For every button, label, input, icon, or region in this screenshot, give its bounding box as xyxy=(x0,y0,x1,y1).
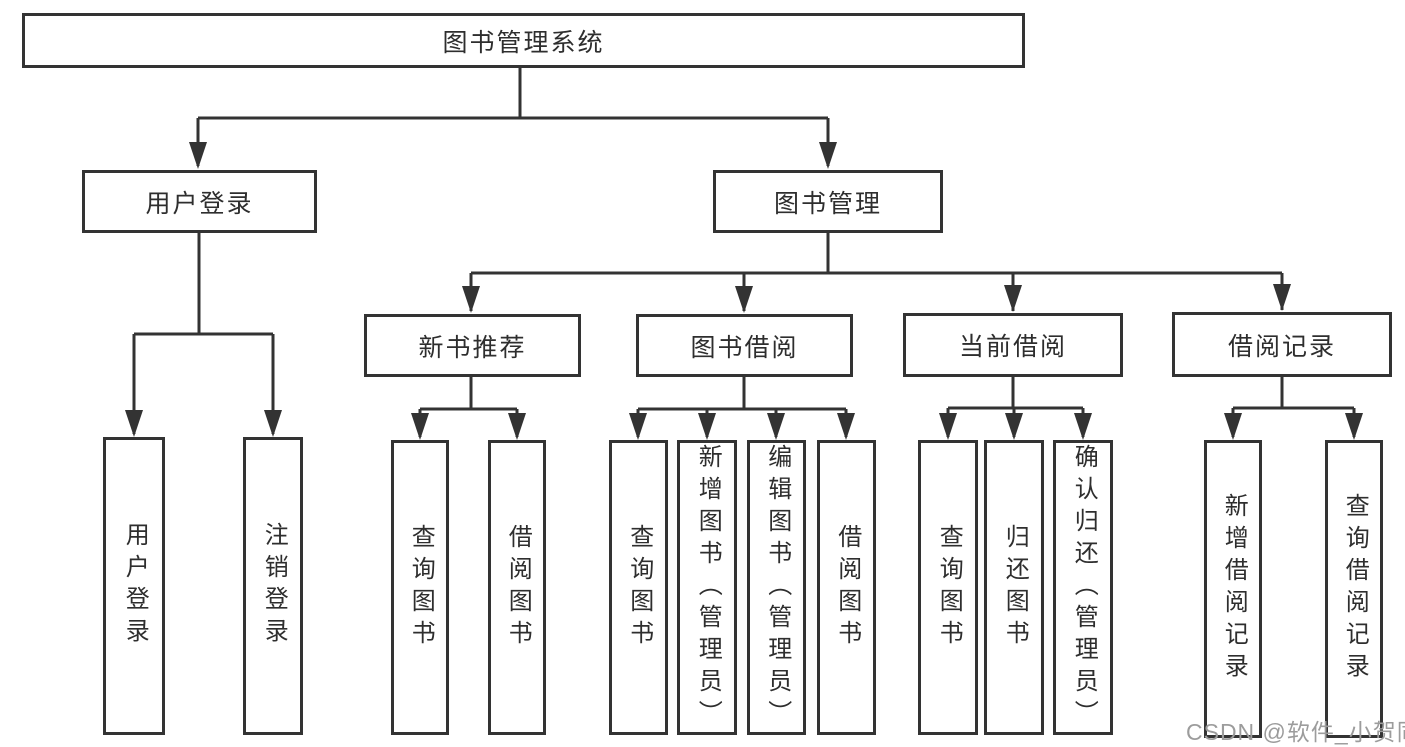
node-current-borrow: 当前借阅 xyxy=(903,313,1123,377)
node-leaf-br-query-record: 查询借阅记录 xyxy=(1325,440,1383,738)
arrowhead-down-icon xyxy=(1004,285,1022,312)
node-leaf-user-login: 用户登录 xyxy=(103,437,165,735)
node-label-current-borrow: 当前借阅 xyxy=(958,333,1067,361)
arrowhead-down-icon xyxy=(189,142,207,169)
arrowhead-down-icon xyxy=(1345,413,1363,440)
arrowhead-down-icon xyxy=(735,286,753,313)
node-leaf-bb-edit-book: 编辑图书（管理员） xyxy=(747,440,806,735)
arrowhead-down-icon xyxy=(1005,413,1023,440)
node-leaf-br-add-record: 新增借阅记录 xyxy=(1204,440,1262,738)
node-book-borrow: 图书借阅 xyxy=(636,314,853,377)
node-leaf-logout: 注销登录 xyxy=(243,437,303,735)
arrowhead-down-icon xyxy=(698,413,716,440)
node-leaf-bb-query-book: 查询图书 xyxy=(609,440,668,735)
arrowhead-down-icon xyxy=(939,413,957,440)
node-label-user-login: 用户登录 xyxy=(145,189,254,218)
node-leaf-bb-add-book: 新增图书（管理员） xyxy=(677,440,737,735)
node-label-leaf-cb-query-book: 查询图书 xyxy=(935,523,963,652)
node-label-leaf-bb-query-book: 查询图书 xyxy=(625,523,653,652)
node-label-leaf-cb-return-book: 归还图书 xyxy=(1001,523,1029,652)
arrowhead-down-icon xyxy=(125,410,143,437)
node-label-leaf-nbr-borrow-book: 借阅图书 xyxy=(504,523,532,652)
node-borrow-records: 借阅记录 xyxy=(1172,312,1392,377)
node-label-book-borrow: 图书借阅 xyxy=(690,333,799,362)
node-label-leaf-bb-borrow-book: 借阅图书 xyxy=(833,523,861,652)
node-leaf-nbr-borrow-book: 借阅图书 xyxy=(488,440,546,735)
node-label-leaf-nbr-query-book: 查询图书 xyxy=(407,523,435,652)
node-root: 图书管理系统 xyxy=(22,13,1025,68)
node-book-management: 图书管理 xyxy=(713,170,943,233)
node-label-leaf-cb-confirm: 确认归还（管理员） xyxy=(1070,443,1098,732)
node-label-new-book-recommend: 新书推荐 xyxy=(418,333,527,362)
arrowhead-down-icon xyxy=(837,413,855,440)
arrowhead-down-icon xyxy=(1224,413,1242,440)
node-leaf-nbr-query-book: 查询图书 xyxy=(391,440,449,735)
arrowhead-down-icon xyxy=(1273,284,1291,311)
node-new-book-recommend: 新书推荐 xyxy=(364,314,581,377)
arrowhead-down-icon xyxy=(1074,413,1092,440)
node-leaf-cb-return-book: 归还图书 xyxy=(984,440,1044,735)
node-label-leaf-logout: 注销登录 xyxy=(260,522,288,650)
node-label-leaf-user-login: 用户登录 xyxy=(121,522,149,650)
node-label-leaf-br-add-record: 新增借阅记录 xyxy=(1220,493,1248,685)
arrowhead-down-icon xyxy=(629,413,647,440)
node-leaf-bb-borrow-book: 借阅图书 xyxy=(817,440,876,735)
watermark: CSDN @软件_小贺同学 xyxy=(1186,719,1405,745)
node-user-login: 用户登录 xyxy=(82,170,317,233)
arrowhead-down-icon xyxy=(264,410,282,437)
node-label-borrow-records: 借阅记录 xyxy=(1227,332,1336,361)
node-label-leaf-bb-edit-book: 编辑图书（管理员） xyxy=(763,443,791,732)
arrowhead-down-icon xyxy=(767,413,785,440)
arrowhead-down-icon xyxy=(462,286,480,313)
arrowhead-down-icon xyxy=(411,413,429,440)
arrowhead-down-icon xyxy=(819,142,837,169)
node-label-leaf-bb-add-book: 新增图书（管理员） xyxy=(694,443,722,732)
node-label-book-management: 图书管理 xyxy=(773,189,882,218)
arrowhead-down-icon xyxy=(508,413,526,440)
node-leaf-cb-confirm: 确认归还（管理员） xyxy=(1053,440,1113,735)
node-label-root: 图书管理系统 xyxy=(442,28,605,57)
node-label-leaf-br-query-record: 查询借阅记录 xyxy=(1341,493,1369,685)
node-leaf-cb-query-book: 查询图书 xyxy=(918,440,978,735)
